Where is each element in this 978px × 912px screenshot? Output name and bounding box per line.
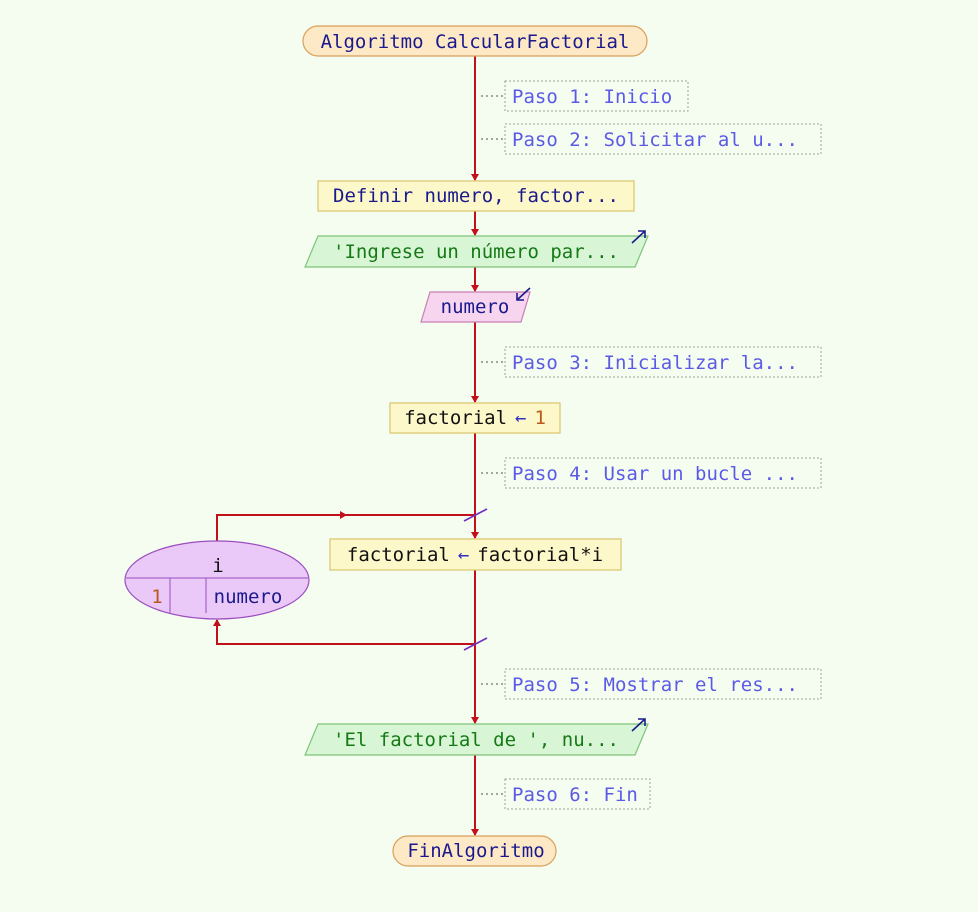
- output-arrow-icon: [631, 718, 646, 732]
- loop-ellipse: i 1 numero: [124, 540, 310, 620]
- comment-text: Paso 1: Inicio: [512, 86, 672, 108]
- input-arrow-icon: [516, 287, 531, 301]
- loop-exit-slash: [463, 637, 488, 651]
- loop-top-connector: [216, 514, 475, 542]
- comment-box: [504, 80, 689, 112]
- loop-entry-slash: [463, 508, 488, 522]
- comment-text: Paso 6: Fin: [512, 784, 638, 806]
- end-label: FinAlgoritmo: [407, 840, 544, 862]
- loop-return-connector: [213, 619, 475, 645]
- define-label: Definir numero, factor...: [333, 185, 619, 207]
- assign1-process: factorial←1: [389, 402, 561, 434]
- end-terminal: FinAlgoritmo: [392, 835, 557, 867]
- loop-slash-marks: [463, 508, 488, 651]
- loop-start: 1: [151, 586, 162, 608]
- comment-text: Paso 4: Usar un bucle ...: [512, 463, 798, 485]
- comment-text: Paso 2: Solicitar al u...: [512, 129, 798, 151]
- comment-5: Paso 5: Mostrar el res...: [481, 668, 822, 700]
- start-label: Algoritmo CalcularFactorial: [321, 31, 630, 53]
- output2-label: 'El factorial de ', nu...: [333, 729, 619, 751]
- start-terminal: Algoritmo CalcularFactorial: [302, 25, 648, 57]
- comment-box: [504, 346, 822, 378]
- output1-parallelogram: 'Ingrese un número par...: [304, 230, 649, 268]
- comment-box: [504, 668, 822, 700]
- comment-text: Paso 3: Inicializar la...: [512, 352, 798, 374]
- define-process: Definir numero, factor...: [317, 180, 635, 212]
- comment-text: Paso 5: Mostrar el res...: [512, 674, 798, 696]
- loop-body-text: factorial←factorial*i: [347, 544, 603, 566]
- comment-box: [504, 123, 822, 155]
- comment-4: Paso 4: Usar un bucle ...: [481, 457, 822, 489]
- loop-body-process: factorial←factorial*i: [329, 538, 622, 571]
- output2-parallelogram: 'El factorial de ', nu...: [304, 718, 649, 756]
- input1-parallelogram: numero: [420, 287, 531, 323]
- comment-6: Paso 6: Fin: [481, 778, 651, 810]
- comment-3: Paso 3: Inicializar la...: [481, 346, 822, 378]
- input1-label: numero: [441, 296, 510, 318]
- loop-var: i: [212, 555, 223, 577]
- assign1-text: factorial←1: [404, 407, 546, 429]
- comment-2: Paso 2: Solicitar al u...: [481, 123, 822, 155]
- comment-box: [504, 778, 651, 810]
- output-arrow-icon: [631, 230, 646, 244]
- flow-connectors: [213, 56, 479, 836]
- comment-1: Paso 1: Inicio: [481, 80, 689, 112]
- comment-box: [504, 457, 822, 489]
- loop-end: numero: [214, 586, 283, 608]
- output1-label: 'Ingrese un número par...: [333, 241, 619, 263]
